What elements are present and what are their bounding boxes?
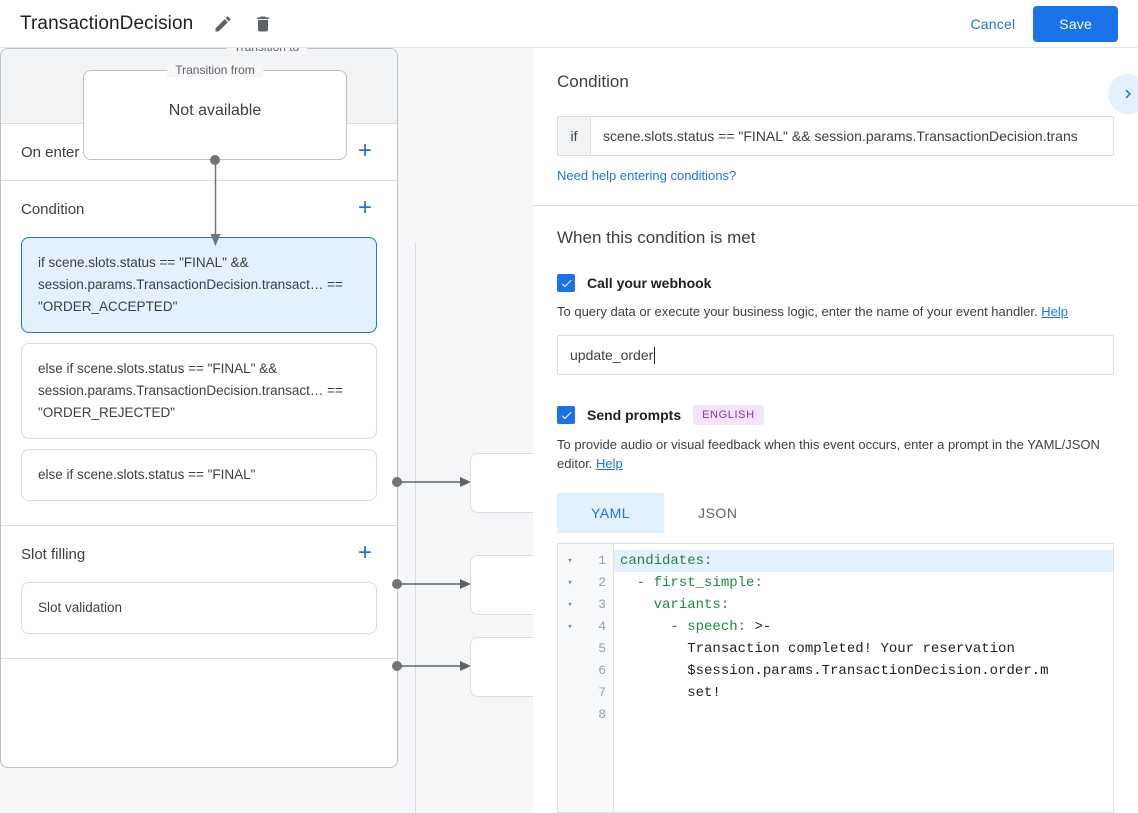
condition-card-final[interactable]: else if scene.slots.status == "FINAL" — [21, 449, 377, 501]
prompts-help-link[interactable]: Help — [596, 456, 623, 471]
line-number: 4 — [598, 619, 606, 634]
check-icon — [561, 411, 571, 419]
add-on-enter-button[interactable]: + — [357, 137, 372, 164]
top-toolbar: TransactionDecision Cancel Save — [0, 0, 1138, 48]
condition-card-rejected[interactable]: else if scene.slots.status == "FINAL" &&… — [21, 343, 377, 439]
language-badge: ENGLISH — [693, 405, 764, 425]
call-webhook-label: Call your webhook — [587, 275, 712, 291]
pencil-icon[interactable] — [211, 12, 235, 36]
connector-arrow-3 — [400, 661, 471, 671]
editor-line — [614, 704, 1113, 726]
scene-graph-canvas[interactable]: Transition from Not available Transition… — [0, 48, 533, 813]
slot-validation-card[interactable]: Slot validation — [21, 582, 377, 634]
transition-arrow — [210, 158, 221, 246]
condition-section: Condition if Need help entering conditio… — [533, 48, 1138, 206]
send-prompts-label: Send prompts — [587, 407, 682, 423]
editor-line: Transaction completed! Your reservation — [620, 641, 1015, 657]
editor-format-tabs: YAML JSON — [557, 493, 1114, 533]
send-prompts-row[interactable]: Send prompts ENGLISH — [557, 405, 1114, 425]
call-webhook-checkbox[interactable] — [557, 274, 575, 292]
add-condition-button[interactable]: + — [357, 194, 372, 221]
webhook-description: To query data or execute your business l… — [557, 302, 1114, 321]
line-number: 3 — [598, 597, 606, 612]
transition-from-node[interactable]: Transition from Not available — [83, 63, 347, 160]
cancel-button[interactable]: Cancel — [961, 7, 1026, 41]
check-icon — [561, 279, 571, 287]
line-number: 8 — [598, 707, 606, 722]
if-label: if — [558, 117, 591, 155]
editor-line: variants: — [653, 597, 730, 613]
line-number: 6 — [598, 663, 606, 678]
fold-marker[interactable]: ▾ — [567, 622, 573, 632]
condition-expression-input[interactable] — [591, 117, 1113, 155]
condition-card-accepted[interactable]: if scene.slots.status == "FINAL" && sess… — [21, 237, 377, 333]
editor-line: - speech: >- — [620, 619, 772, 635]
line-number: 2 — [598, 575, 606, 590]
webhook-handler-value: update_order — [570, 347, 654, 363]
connector-arrow-2 — [400, 579, 471, 589]
detail-panel: Condition if Need help entering conditio… — [533, 48, 1138, 813]
section-on-enter: On enter + — [1, 124, 397, 181]
fold-marker[interactable]: ▾ — [567, 600, 573, 610]
webhook-description-text: To query data or execute your business l… — [557, 304, 1038, 319]
chevron-right-icon[interactable] — [1108, 74, 1138, 114]
section-slot-filling: Slot filling + Slot validation — [1, 526, 397, 659]
webhook-help-link[interactable]: Help — [1041, 304, 1068, 319]
transition-to-legend: Transition to — [225, 48, 308, 54]
section-title-slot-filling: Slot filling — [21, 545, 86, 563]
prompts-description-text: To provide audio or visual feedback when… — [557, 437, 1100, 471]
editor-line: $session.params.TransactionDecision.orde… — [620, 663, 1049, 679]
save-button[interactable]: Save — [1033, 5, 1118, 42]
prompts-description: To provide audio or visual feedback when… — [557, 435, 1114, 473]
transition-to-node[interactable]: Transition to TransactionDecision Scene … — [0, 48, 398, 768]
connector-arrow-1 — [400, 477, 471, 487]
text-caret — [654, 346, 656, 364]
target-node-stub-1[interactable] — [470, 453, 533, 513]
webhook-handler-input[interactable]: update_order — [557, 335, 1114, 375]
call-webhook-row[interactable]: Call your webhook — [557, 274, 1114, 292]
when-met-heading: When this condition is met — [557, 228, 756, 247]
fold-marker[interactable]: ▾ — [567, 578, 573, 588]
tab-yaml[interactable]: YAML — [557, 493, 665, 533]
need-help-link[interactable]: Need help entering conditions? — [557, 168, 737, 183]
send-prompts-checkbox[interactable] — [557, 406, 575, 424]
transition-from-value: Not available — [168, 102, 262, 119]
editor-fold-column: ▾ ▾ ▾ ▾ — [558, 544, 582, 812]
editor-code-area[interactable]: candidates: - first_simple: variants: - … — [614, 544, 1113, 812]
when-condition-met-section: When this condition is met Call your web… — [533, 206, 1138, 813]
condition-if-row[interactable]: if — [557, 116, 1114, 156]
tab-json[interactable]: JSON — [698, 505, 738, 521]
editor-line: - first_simple: — [620, 575, 763, 591]
editor-line: candidates: — [614, 550, 1113, 572]
add-slot-filling-button[interactable]: + — [357, 539, 372, 566]
editor-line: set! — [620, 685, 721, 701]
canvas-divider-line — [415, 242, 416, 813]
line-number: 7 — [598, 685, 606, 700]
line-number: 5 — [598, 641, 606, 656]
fold-marker[interactable]: ▾ — [567, 556, 573, 566]
transition-from-legend: Transition from — [167, 63, 263, 77]
connector-dot-condition-1 — [392, 477, 402, 487]
section-title-condition: Condition — [21, 200, 85, 218]
trash-icon[interactable] — [251, 12, 275, 36]
section-condition: Condition + if scene.slots.status == "FI… — [1, 181, 397, 526]
yaml-editor[interactable]: ▾ ▾ ▾ ▾ 1 2 3 4 5 6 7 8 candidates: - fi… — [557, 543, 1114, 813]
condition-heading: Condition — [557, 72, 629, 91]
target-node-stub-2[interactable] — [470, 555, 533, 615]
section-title-on-enter: On enter — [21, 143, 80, 161]
target-node-stub-3[interactable] — [470, 637, 533, 697]
editor-line-numbers: 1 2 3 4 5 6 7 8 — [582, 544, 614, 812]
connector-dot-condition-3 — [392, 661, 402, 671]
connector-dot-condition-2 — [392, 579, 402, 589]
page-title: TransactionDecision — [20, 12, 194, 34]
line-number: 1 — [598, 553, 606, 568]
